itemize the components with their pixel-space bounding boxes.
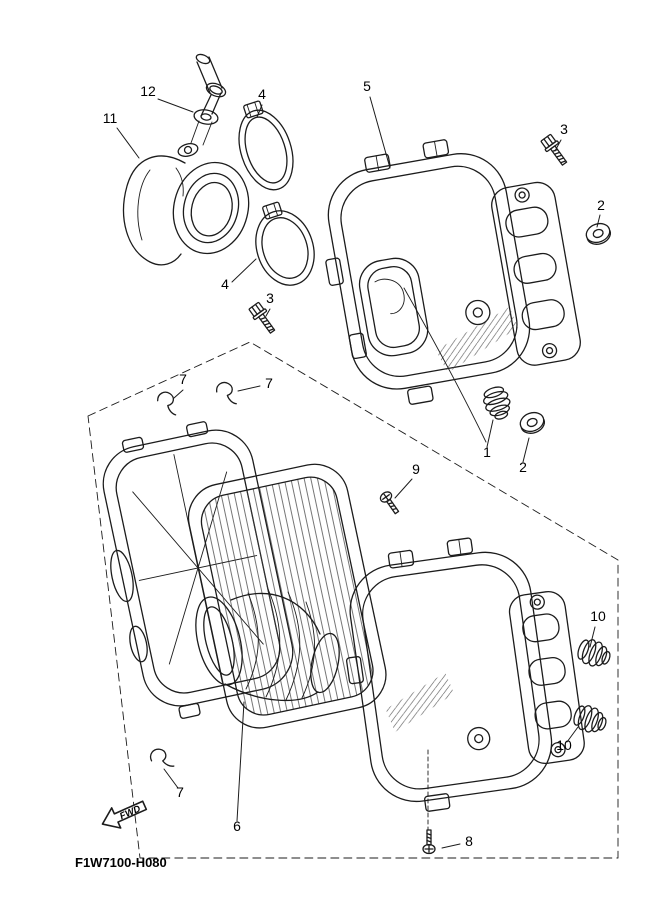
callout-6[interactable]: 6 xyxy=(233,818,241,834)
callout-9[interactable]: 9 xyxy=(412,461,420,477)
callout-1[interactable]: 1 xyxy=(483,444,491,460)
part-1-grommet xyxy=(479,383,515,424)
callout-10-lower[interactable]: 10 xyxy=(556,737,572,753)
fwd-label: FWD xyxy=(118,803,142,822)
callout-7-c[interactable]: 7 xyxy=(176,784,184,800)
callout-12[interactable]: 12 xyxy=(140,83,156,99)
part-7-clip-a xyxy=(154,389,182,416)
part-7-clip-b xyxy=(214,380,240,405)
callout-8[interactable]: 8 xyxy=(465,833,473,849)
part-12-hose-joint xyxy=(190,53,227,146)
callout-4-lower[interactable]: 4 xyxy=(221,276,229,292)
callout-5[interactable]: 5 xyxy=(363,78,371,94)
part-5-case-assembly xyxy=(325,139,581,405)
part-2-washer-upper xyxy=(582,219,614,249)
filter-element xyxy=(187,463,387,729)
callout-4-upper[interactable]: 4 xyxy=(258,86,266,102)
part-3-bolt-lower xyxy=(246,300,280,337)
lower-case-assembly xyxy=(345,537,585,812)
part-6-intake-duct-lower xyxy=(195,588,340,701)
diagram-code: F1W7100-H080 xyxy=(75,855,167,870)
callout-3-upper[interactable]: 3 xyxy=(560,121,568,137)
callout-7-b[interactable]: 7 xyxy=(265,375,273,391)
callout-11[interactable]: 11 xyxy=(103,110,118,126)
callout-2-upper[interactable]: 2 xyxy=(597,197,605,213)
callout-3-lower[interactable]: 3 xyxy=(266,290,274,306)
callout-10-upper[interactable]: 10 xyxy=(590,608,606,624)
part-8-screw xyxy=(422,829,436,855)
callout-2-lower[interactable]: 2 xyxy=(519,459,527,475)
dashed-boundary xyxy=(87,341,619,859)
part-4-clamp-lower xyxy=(255,201,315,286)
part-11-intake-duct xyxy=(123,143,250,266)
part-7-clip-c xyxy=(148,746,175,771)
part-10-grommet-upper xyxy=(574,635,615,672)
part-2-washer-lower xyxy=(516,408,548,438)
part-10-grommet-lower xyxy=(570,701,611,738)
fwd-arrow-icon: FWD xyxy=(101,800,148,829)
callout-7-a[interactable]: 7 xyxy=(179,371,187,387)
part-4-clamp-upper xyxy=(238,100,294,191)
leader-lines xyxy=(116,96,601,849)
